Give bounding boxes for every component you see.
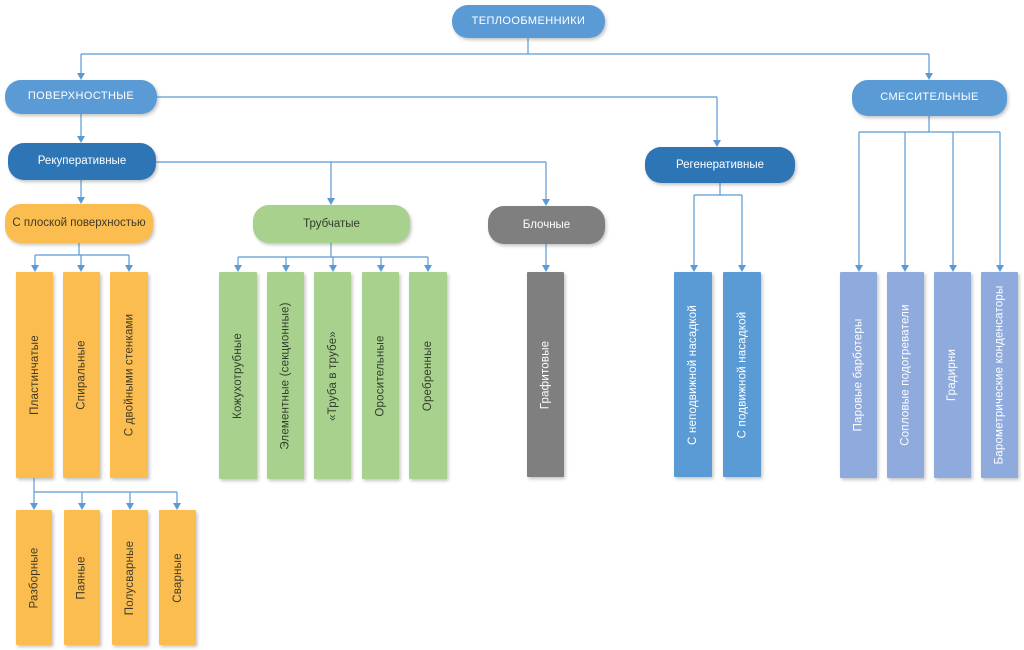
- bar-label: С двойными стенками: [123, 313, 136, 437]
- bar-moving-packing: С подвижной насадкой: [723, 272, 761, 477]
- bar-brazed: Паяные: [64, 510, 100, 645]
- bar-element-sectional: Элементные (секционные): [267, 272, 304, 479]
- node-tubular: Трубчатые: [253, 205, 410, 243]
- bar-label: Графитовые: [539, 340, 552, 409]
- arrowheads: [30, 73, 1004, 510]
- node-block: Блочные: [488, 206, 605, 244]
- bar-label: Элементные (секционные): [279, 301, 292, 450]
- bar-label: С неподвижной насадкой: [687, 304, 699, 445]
- bar-barometric-condensers: Барометрические конденсаторы: [981, 272, 1018, 478]
- bar-label: Оребренные: [422, 340, 435, 411]
- bar-label: Оросительные: [374, 334, 387, 417]
- bar-label: Кожухотрубные: [232, 332, 245, 419]
- bar-label: Паровые барботеры: [852, 318, 865, 432]
- bar-spiral: Спиральные: [63, 272, 100, 478]
- node-flat-surface: С плоской поверхностью: [5, 204, 153, 243]
- bar-label: Сопловые подогреватели: [899, 304, 912, 446]
- bar-cooling-towers: Градирни: [934, 272, 971, 478]
- bar-detachable: Разборные: [16, 510, 52, 645]
- bar-irrigation: Оросительные: [362, 272, 399, 479]
- bar-nozzle-heaters: Сопловые подогреватели: [887, 272, 924, 478]
- bar-steam-bubblers: Паровые барботеры: [840, 272, 877, 478]
- node-heat-exchangers: ТЕПЛООБМЕННИКИ: [452, 5, 605, 38]
- bar-label: Паяные: [76, 555, 89, 600]
- bar-double-wall: С двойными стенками: [110, 272, 148, 478]
- node-mixing: СМЕСИТЕЛЬНЫЕ: [852, 80, 1007, 116]
- bar-label: Разборные: [28, 547, 41, 608]
- node-surface: ПОВЕРХНОСТНЫЕ: [5, 80, 157, 114]
- bar-plate: Пластинчатые: [16, 272, 53, 478]
- node-regenerative: Регенеративные: [645, 147, 795, 183]
- bar-label: Сварные: [171, 552, 184, 603]
- bar-graphite: Графитовые: [527, 272, 564, 477]
- bar-welded: Сварные: [159, 510, 196, 645]
- bar-fixed-packing: С неподвижной насадкой: [674, 272, 712, 477]
- bar-label: С подвижной насадкой: [736, 311, 749, 438]
- bar-shell-and-tube: Кожухотрубные: [219, 272, 257, 479]
- node-recuperative: Рекуперативные: [8, 143, 156, 180]
- bar-label: Градирни: [946, 348, 959, 402]
- bar-label: Спиральные: [75, 340, 88, 410]
- bar-label: Полусварные: [124, 540, 137, 615]
- bar-label: Барометрические конденсаторы: [993, 285, 1006, 465]
- bar-label: Пластинчатые: [28, 335, 41, 415]
- bar-semi-welded: Полусварные: [112, 510, 148, 645]
- bar-label: «Труба в трубе»: [326, 330, 339, 421]
- bar-pipe-in-pipe: «Труба в трубе»: [314, 272, 351, 479]
- bar-finned: Оребренные: [409, 272, 447, 479]
